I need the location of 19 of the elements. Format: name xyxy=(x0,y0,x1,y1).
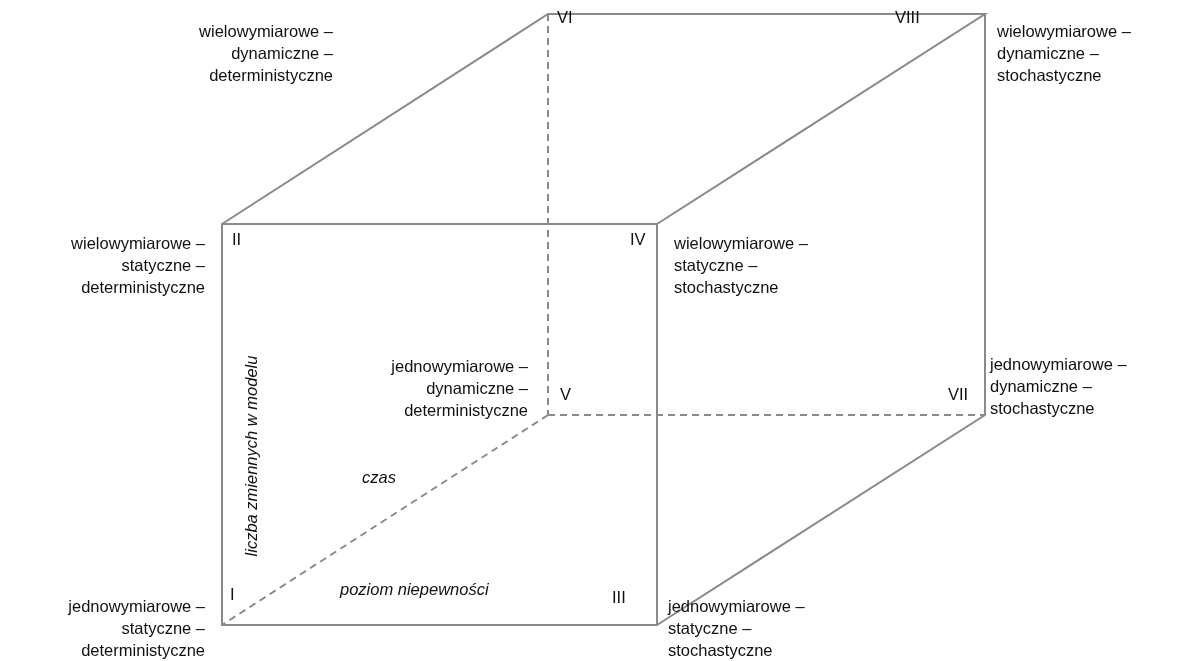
corner-label: jednowymiarowe – dynamiczne – stochastyczne xyxy=(990,354,1128,419)
vertex-label: VIII xyxy=(895,7,921,28)
vertex-label: I xyxy=(230,584,236,605)
vertex-label: V xyxy=(560,384,572,405)
corner-label: wielowymiarowe – dynamiczne – deterministyczne xyxy=(198,21,333,86)
vertex-label: VI xyxy=(557,7,574,28)
corner-label: jednowymiarowe – statyczne – stochastyczne xyxy=(668,596,806,661)
vertex-label: III xyxy=(612,587,627,608)
corner-label: wielowymiarowe – statyczne – deterministyczne xyxy=(70,233,205,298)
corner-label: wielowymiarowe – dynamiczne – stochastyczne xyxy=(997,21,1132,86)
vertex-label: II xyxy=(232,229,243,250)
corner-label: wielowymiarowe – statyczne – stochastyczne xyxy=(674,233,809,298)
axis-label: liczba zmiennych w modelu xyxy=(241,355,261,557)
axis-label: poziom niepewności xyxy=(340,579,490,600)
corner-label: jednowymiarowe – dynamiczne – deterministyczne xyxy=(389,356,528,421)
vertex-label: IV xyxy=(630,229,647,250)
axis-label: czas xyxy=(362,467,397,488)
corner-label: jednowymiarowe – statyczne – deterministyczne xyxy=(66,596,205,661)
vertex-label: VII xyxy=(948,384,970,405)
